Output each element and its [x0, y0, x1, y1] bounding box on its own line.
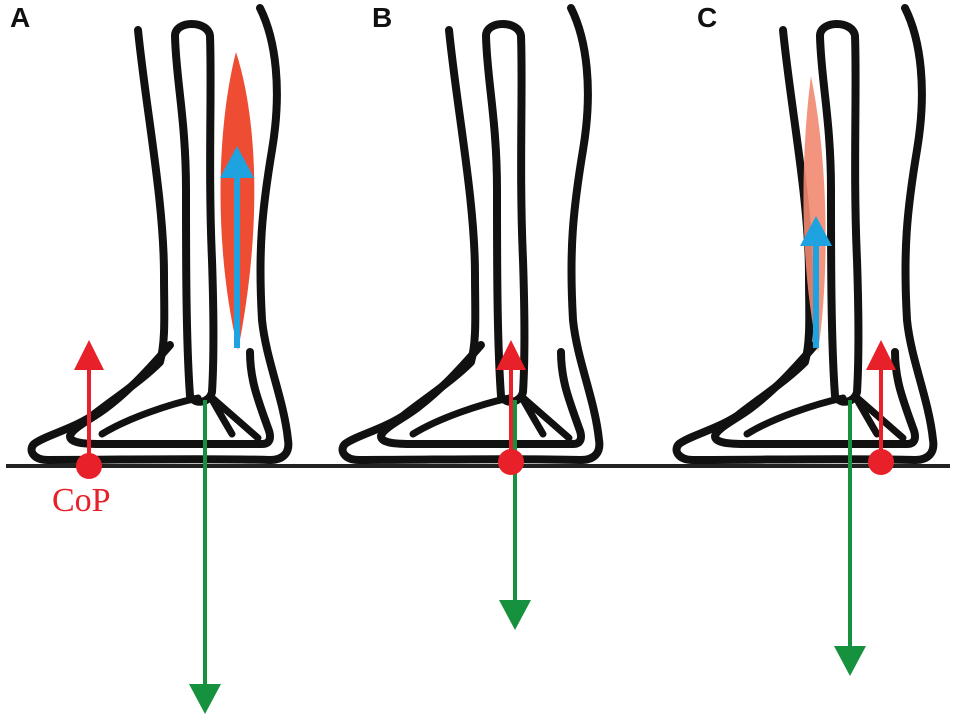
cop-marker-a: [76, 453, 102, 479]
calf-muscle-c: [803, 76, 826, 352]
panel-label-a: A: [10, 2, 31, 33]
muscle-force-head-a: [220, 146, 254, 178]
weight-force-head-b: [499, 600, 531, 630]
weight-force-head-c: [834, 646, 866, 676]
cop-marker-b: [498, 449, 524, 475]
grf-head-a: [74, 340, 104, 370]
panel-a: [32, 8, 289, 714]
grf-head-c: [866, 340, 896, 370]
panel-label-c: C: [697, 2, 718, 33]
panel-c: [677, 8, 934, 676]
panel-b: [343, 8, 600, 630]
muscle-force-head-c: [800, 216, 832, 246]
weight-force-head-a: [189, 684, 221, 714]
leg-outline-b: [343, 8, 600, 460]
panel-label-b: B: [372, 2, 393, 33]
grf-head-b: [496, 340, 526, 370]
cop-marker-c: [868, 449, 894, 475]
cop-label: CoP: [52, 482, 111, 519]
